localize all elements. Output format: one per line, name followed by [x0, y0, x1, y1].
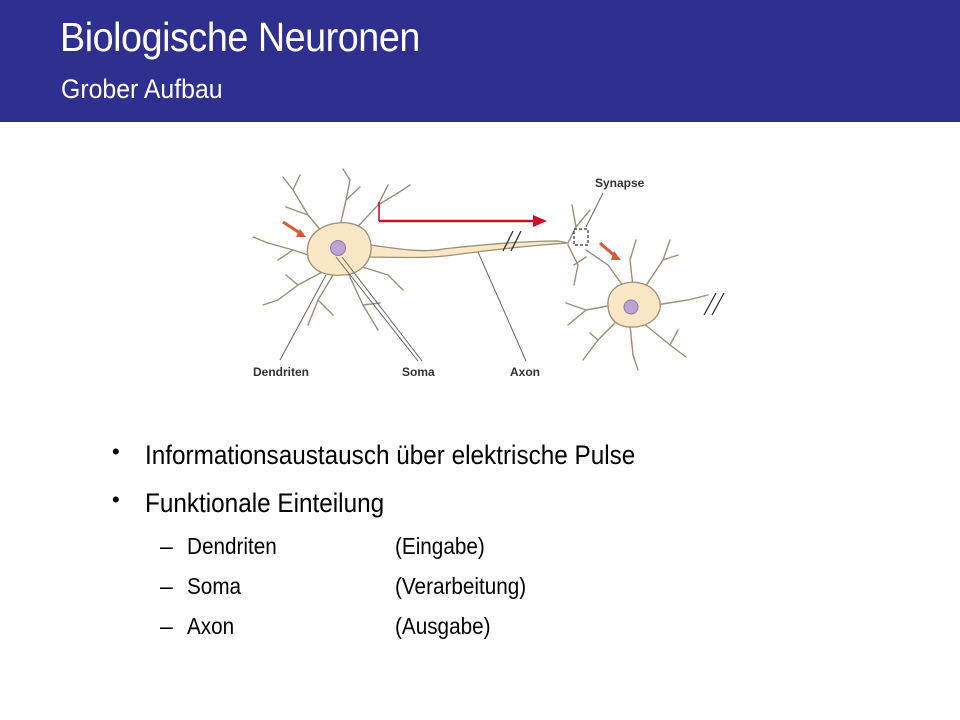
- slide-title: Biologische Neuronen: [60, 14, 420, 60]
- axon-terminal-branches: [567, 204, 591, 286]
- soma-label: Soma: [402, 365, 435, 379]
- neuron-right-dendrites: [565, 239, 709, 371]
- title-bar: Biologische Neuronen Grober Aufbau: [0, 0, 960, 122]
- dash-marker: –: [160, 533, 173, 559]
- sub-bullet-item: – Dendriten (Eingabe): [112, 533, 912, 573]
- bullet-marker: •: [112, 487, 120, 512]
- sub-bullet-name: Axon: [187, 613, 235, 639]
- bullet-text: Funktionale Einteilung: [145, 488, 385, 518]
- slide-subtitle: Grober Aufbau: [61, 74, 223, 104]
- signal-arrow: [378, 202, 547, 227]
- axon-shape: [355, 240, 569, 259]
- axon-label: Axon: [510, 365, 540, 379]
- sub-bullet-item: – Axon (Ausgabe): [112, 613, 912, 653]
- dash-marker: –: [160, 573, 173, 599]
- bullet-text: Informationsaustausch über elektrische P…: [145, 440, 636, 470]
- sub-bullet-item: – Soma (Verarbeitung): [112, 573, 912, 613]
- bullet-item: • Informationsaustausch über elektrische…: [112, 437, 912, 485]
- bullet-list: • Informationsaustausch über elektrische…: [112, 437, 912, 653]
- sub-bullet-role: (Eingabe): [395, 533, 485, 559]
- label-leader-lines: [279, 192, 604, 362]
- dendriten-label: Dendriten: [253, 365, 309, 379]
- neuron-diagram: Synapse Dendriten Soma Axon: [252, 168, 725, 379]
- bullet-marker: •: [112, 439, 120, 464]
- bullet-item: • Funktionale Einteilung: [112, 485, 912, 533]
- sub-bullet-name: Dendriten: [187, 533, 277, 559]
- sub-bullet-name: Soma: [187, 573, 242, 599]
- sub-bullet-role: (Ausgabe): [395, 613, 491, 639]
- dash-marker: –: [160, 613, 173, 639]
- synapse-label: Synapse: [595, 176, 645, 190]
- sub-bullet-role: (Verarbeitung): [395, 573, 527, 599]
